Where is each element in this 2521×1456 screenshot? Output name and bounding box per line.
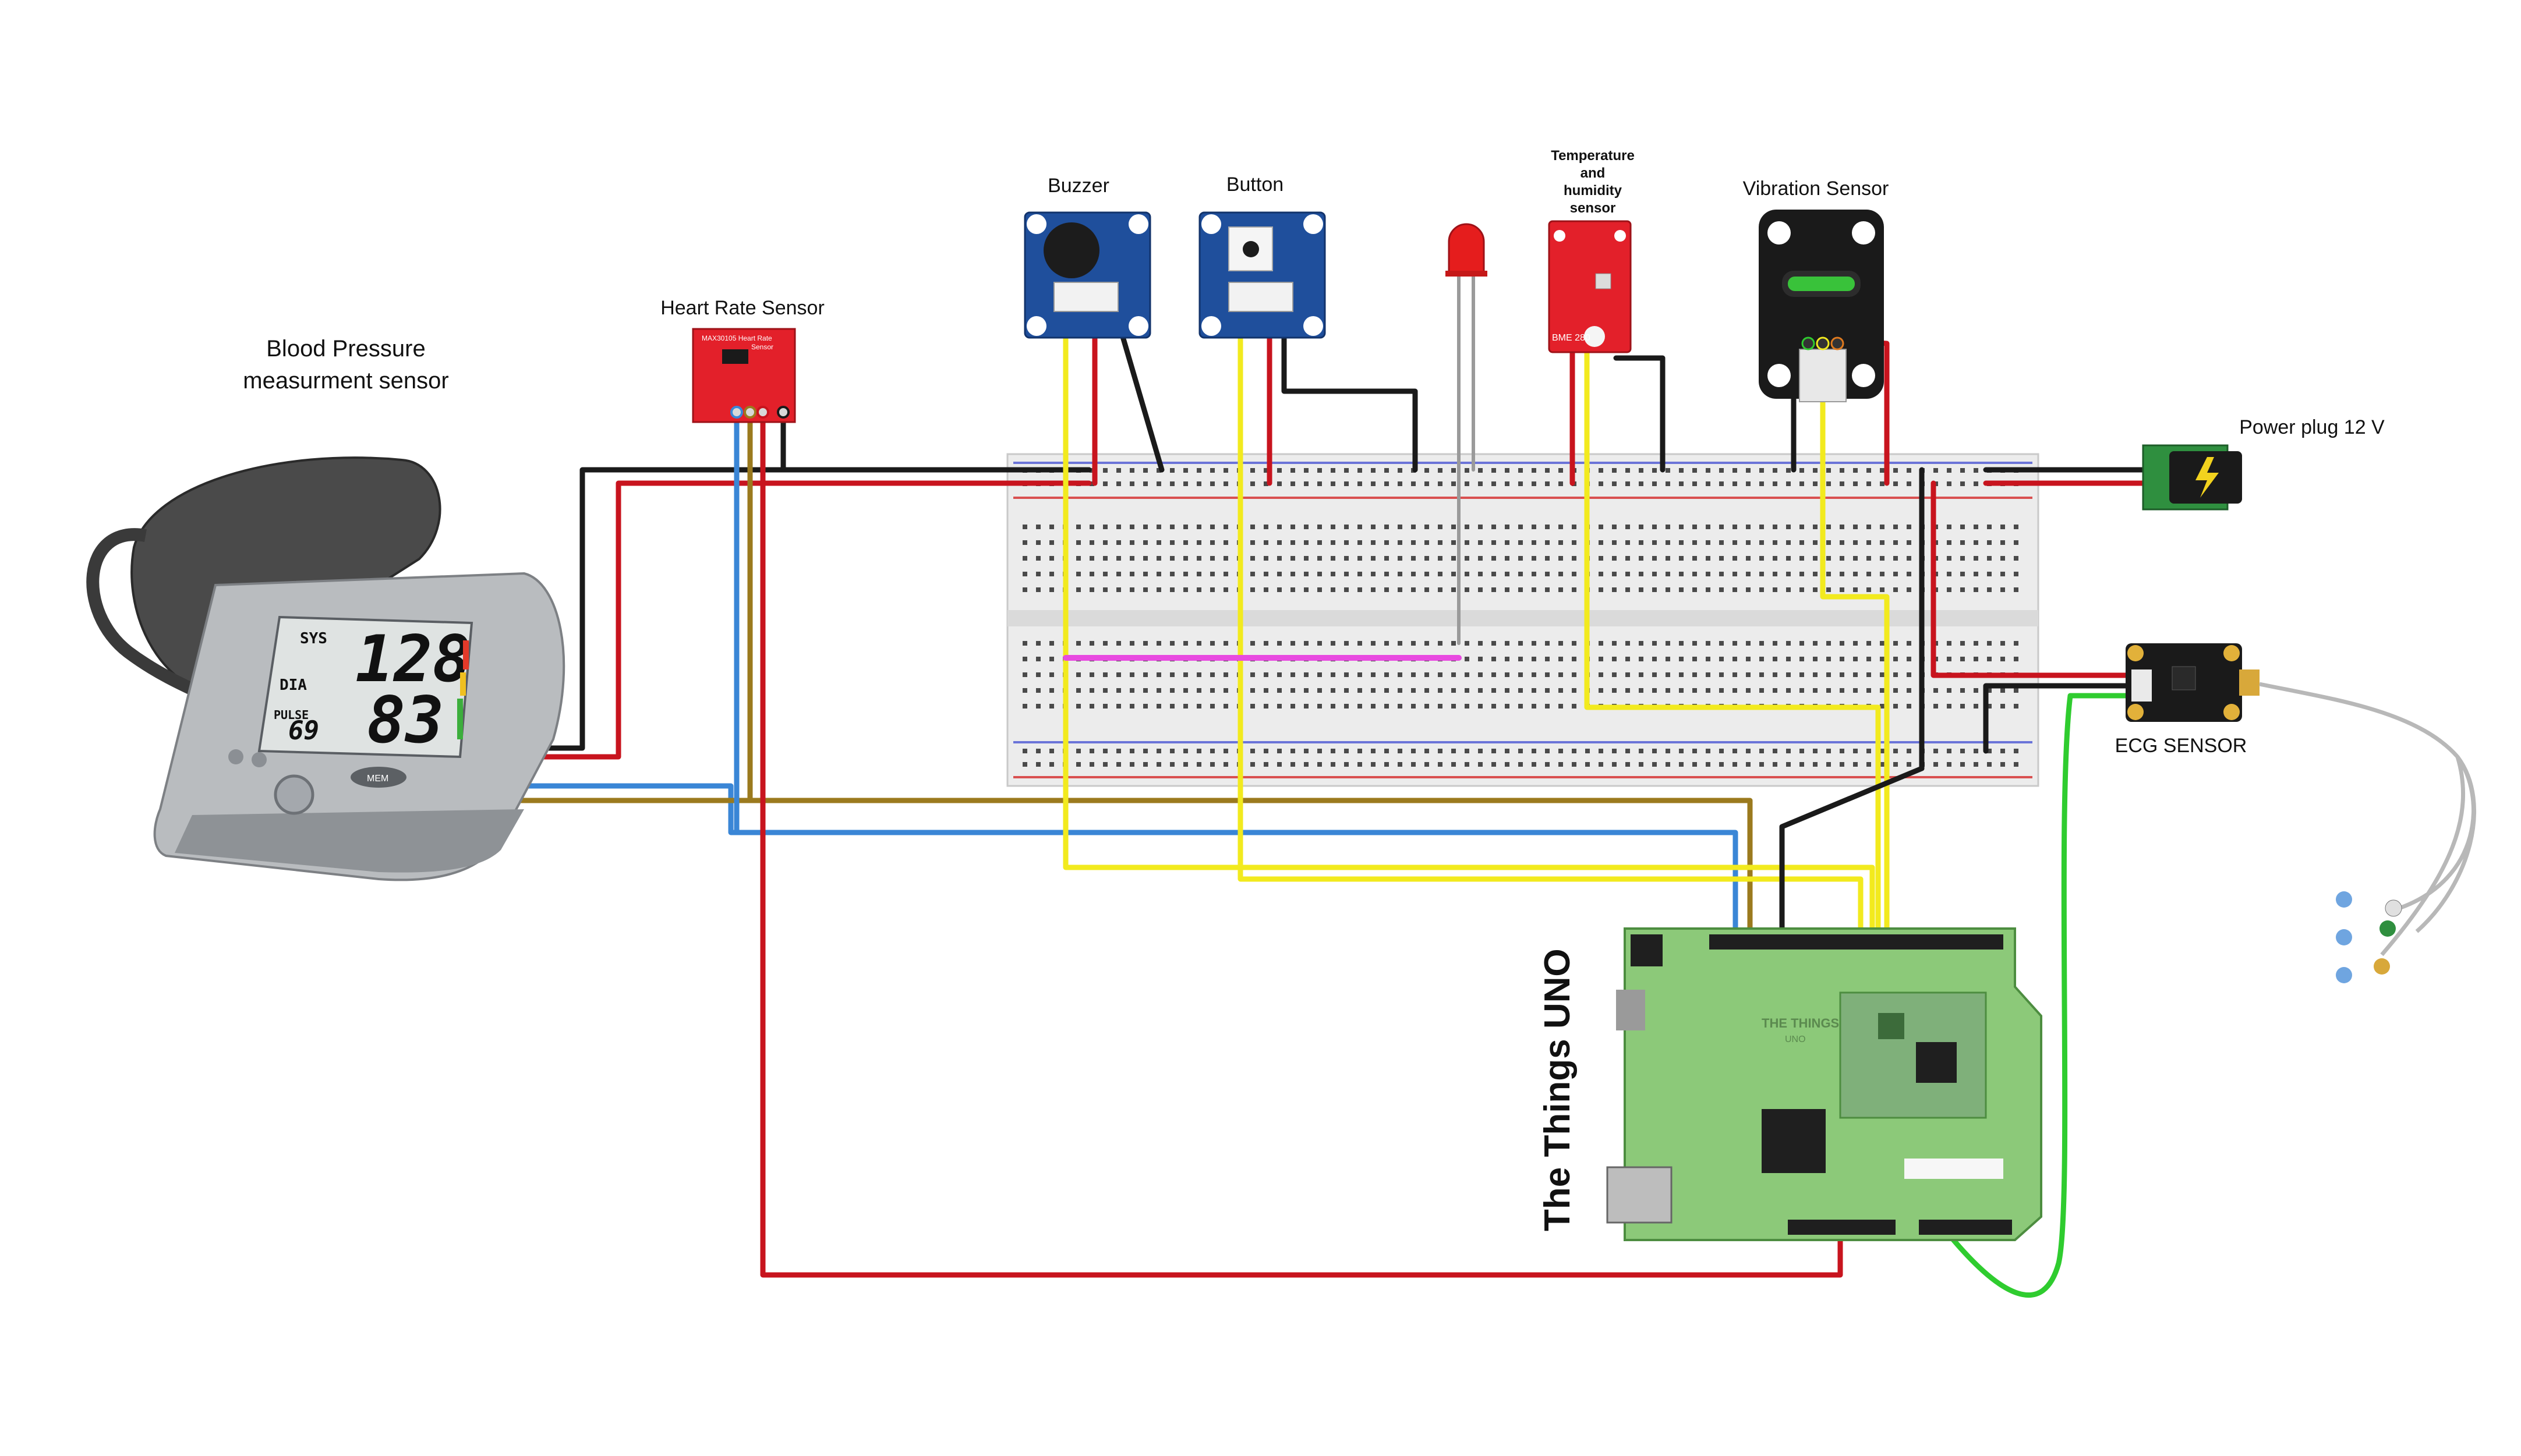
wires (486, 272, 2152, 1298)
label-temp-1: Temperature (1551, 148, 1635, 164)
bp-power-button[interactable] (274, 774, 314, 815)
wire-vib-yellow (1820, 338, 1890, 940)
ecg-snap-2 (2379, 920, 2396, 937)
label-blood-pressure-line1: Blood Pressure (266, 336, 425, 362)
wire-temp-black (1613, 355, 1666, 473)
hr-board-text-1: MAX30105 Heart Rate (702, 334, 772, 342)
wire-temp-yellow-1 (1584, 346, 1881, 940)
button-cap[interactable] (1243, 241, 1259, 257)
temp-board-text: BME 280 (1552, 333, 1590, 343)
wire-buzzer-yellow (1063, 306, 1875, 940)
ecg-leads (2259, 682, 2476, 957)
label-vibration: Vibration Sensor (1743, 178, 1889, 200)
ecg-sensor (2126, 643, 2476, 983)
bp-mem-button[interactable]: MEM (351, 767, 406, 788)
temp-humidity-sensor: BME 280 (1548, 220, 1632, 353)
ecg-electrode-3 (2336, 967, 2352, 983)
power-plug (2142, 444, 2242, 511)
wire-ecg-green (1936, 693, 2134, 1298)
wire-bp-blue (498, 783, 1738, 940)
bp-sys-label: SYS (300, 630, 327, 647)
ecg-snap-3 (2374, 958, 2390, 975)
wire-board-gnd (1779, 467, 1925, 940)
label-temp-3: humidity (1564, 183, 1622, 199)
things-uno-board: THE THINGS UNO (1606, 927, 2042, 1241)
wire-ecg-red (1930, 480, 2134, 678)
wire-bp-red (530, 480, 1092, 760)
bp-pulse-value: 69 (288, 716, 319, 746)
wire-button-yellow (1237, 306, 1864, 940)
ecg-electrode-2 (2336, 929, 2352, 945)
label-temp-4: sensor (1570, 200, 1616, 216)
wire-hr-red (760, 410, 1843, 1278)
ecg-snap-1 (2385, 899, 2402, 917)
breadboard-holes (1023, 468, 2018, 767)
wire-ecg-black (1983, 683, 2134, 754)
bp-small-button-1[interactable] (228, 749, 243, 764)
bp-sys-value: 128 (355, 622, 471, 696)
bp-dia-label: DIA (280, 676, 307, 694)
bp-small-button-2[interactable] (252, 752, 267, 767)
wire-hr-black (780, 410, 1092, 473)
bp-screen (257, 615, 473, 759)
label-ecg: ECG SENSOR (2115, 735, 2247, 757)
label-blood-pressure-line2: measurment sensor (243, 368, 448, 394)
bp-dia-value: 83 (367, 683, 444, 757)
label-heart-rate: Heart Rate Sensor (660, 297, 825, 319)
label-temp-2: and (1581, 165, 1606, 181)
button-module (1198, 211, 1326, 339)
wire-button-black (1281, 306, 1418, 473)
blood-pressure-monitor: SYS DIA PULSE 128 83 69 MEM (86, 456, 565, 881)
label-board: The Things UNO (1537, 948, 1578, 1231)
buzzer-module (1024, 211, 1151, 339)
wire-bp-brown (486, 798, 1753, 940)
lightning-icon (2195, 457, 2219, 498)
ecg-electrode-1 (2336, 891, 2352, 908)
board-logo-2: UNO (1785, 1035, 1806, 1044)
label-buzzer: Buzzer (1048, 175, 1109, 197)
board-logo-1: THE THINGS (1762, 1016, 1839, 1030)
board-header-bottom-1 (1788, 1220, 1896, 1235)
label-button: Button (1226, 173, 1284, 196)
hr-board-text-2: Sensor (751, 343, 773, 351)
buzzer-speaker (1044, 222, 1099, 278)
breadboard (1006, 453, 2039, 787)
bp-mem-label: MEM (367, 774, 388, 784)
bp-pulse-label: PULSE (274, 708, 309, 722)
red-led (1445, 223, 1487, 277)
board-header-top (1709, 934, 2003, 950)
heart-rate-sensor: MAX30105 Heart Rate Sensor (692, 328, 796, 423)
board-header-bottom-2 (1919, 1220, 2012, 1235)
vibration-sensor (1759, 210, 1884, 402)
label-power-plug: Power plug 12 V (2239, 416, 2385, 438)
